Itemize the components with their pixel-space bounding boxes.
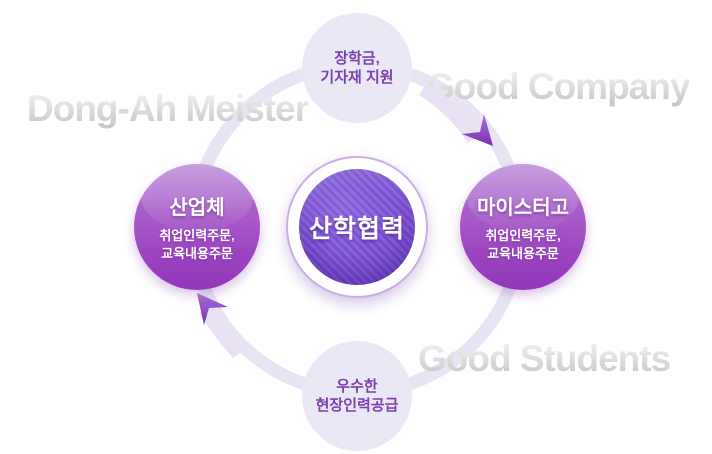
node-meister-school: 마이스터고 취업인력주문, 교육내용주문 <box>460 164 586 290</box>
arrow-tail-top-right <box>419 84 481 143</box>
watermark-good-students: Good Students <box>418 338 671 379</box>
node-industry-sub2: 교육내용주문 <box>161 246 233 261</box>
flow-arrow-top-icon <box>462 114 493 146</box>
hub-circle: 산학협력 <box>299 169 415 285</box>
node-industry: 산업체 취업인력주문, 교육내용주문 <box>134 164 260 290</box>
node-meister-school-sub2: 교육내용주문 <box>487 246 559 261</box>
flow-bubble-manpower-line2: 현장인력공급 <box>315 397 399 414</box>
node-meister-school-sub1: 취업인력주문, <box>485 228 561 243</box>
node-industry-sub1: 취업인력주문, <box>159 228 235 243</box>
node-industry-title: 산업체 <box>169 197 225 219</box>
hub-label: 산학협력 <box>308 215 405 243</box>
flow-bubble-scholarship: 장학금, 기자재 지원 <box>302 13 412 123</box>
watermark-good-company: Good Company <box>426 66 690 107</box>
arrow-tail-bottom-left <box>199 305 244 358</box>
flow-bubble-manpower-line1: 우수한 <box>336 378 378 395</box>
watermark-dong-ah-meister: Dong-Ah Meister <box>27 88 309 129</box>
flow-bubble-scholarship-line2: 기자재 지원 <box>320 69 394 86</box>
flow-bubble-manpower: 우수한 현장인력공급 <box>302 341 412 451</box>
node-meister-school-title: 마이스터고 <box>477 197 569 219</box>
flow-bubble-scholarship-line1: 장학금, <box>334 50 380 67</box>
flow-arrow-bottom-icon <box>197 293 228 325</box>
